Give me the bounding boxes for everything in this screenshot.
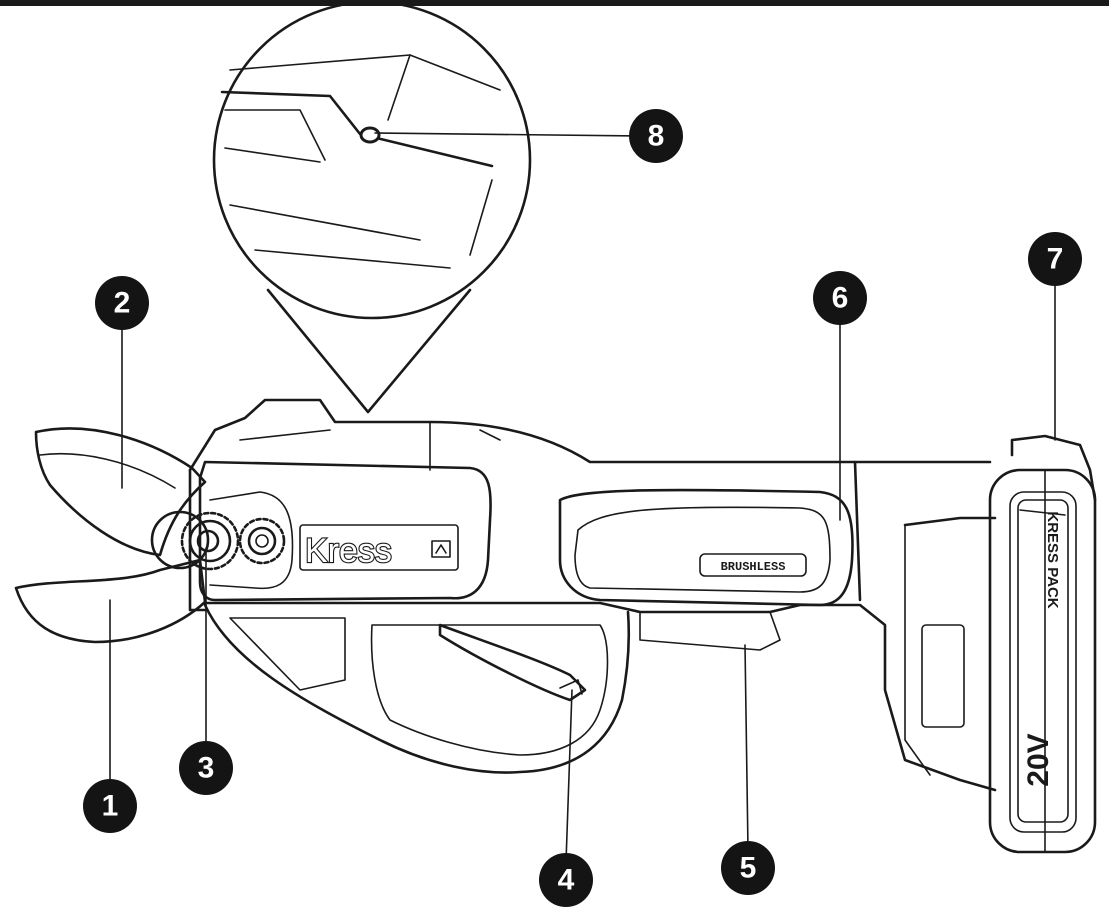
upper-blade <box>34 427 207 557</box>
callout-4-number: 4 <box>558 864 575 897</box>
blades <box>14 427 207 644</box>
top-border <box>0 0 1109 6</box>
callout-6-number: 6 <box>832 282 849 315</box>
callout-5: 5 <box>721 841 775 895</box>
callout-5-number: 5 <box>740 852 757 885</box>
leader-4 <box>565 689 573 863</box>
callout-2-number: 2 <box>114 287 131 320</box>
tool-body: BRUSHLESS Kress <box>188 398 997 792</box>
lower-blade <box>14 558 207 644</box>
blade-gear-mechanism <box>150 491 294 590</box>
trigger <box>438 623 587 702</box>
leader-8 <box>374 132 641 137</box>
callout-3-number: 3 <box>198 752 215 785</box>
kress-logo: Kress <box>305 532 392 570</box>
callout-1-number: 1 <box>102 790 119 823</box>
callout-8-number: 8 <box>648 120 665 153</box>
pivot-screw-detail <box>359 126 381 144</box>
callout-8: 8 <box>629 109 683 163</box>
callout-3: 3 <box>179 741 233 795</box>
brushless-label: BRUSHLESS <box>721 560 786 574</box>
callout-4: 4 <box>539 853 593 907</box>
magnified-detail <box>212 0 532 414</box>
leader-5 <box>744 644 749 851</box>
leader-lines <box>109 132 1056 863</box>
battery-voltage-label: 20V <box>1022 733 1055 786</box>
callout-6: 6 <box>813 271 867 325</box>
logo-plate <box>299 524 459 571</box>
callout-7-number: 7 <box>1047 243 1064 276</box>
callout-7: 7 <box>1028 232 1082 286</box>
vent-slot <box>921 624 965 728</box>
battery-pack: KRESS PACK 20V <box>988 434 1097 854</box>
callout-1: 1 <box>83 779 137 833</box>
battery-brand-label: KRESS PACK <box>1044 511 1061 608</box>
brushless-plate <box>699 553 807 577</box>
pivot-bolt <box>196 529 220 553</box>
callout-2: 2 <box>95 276 149 330</box>
